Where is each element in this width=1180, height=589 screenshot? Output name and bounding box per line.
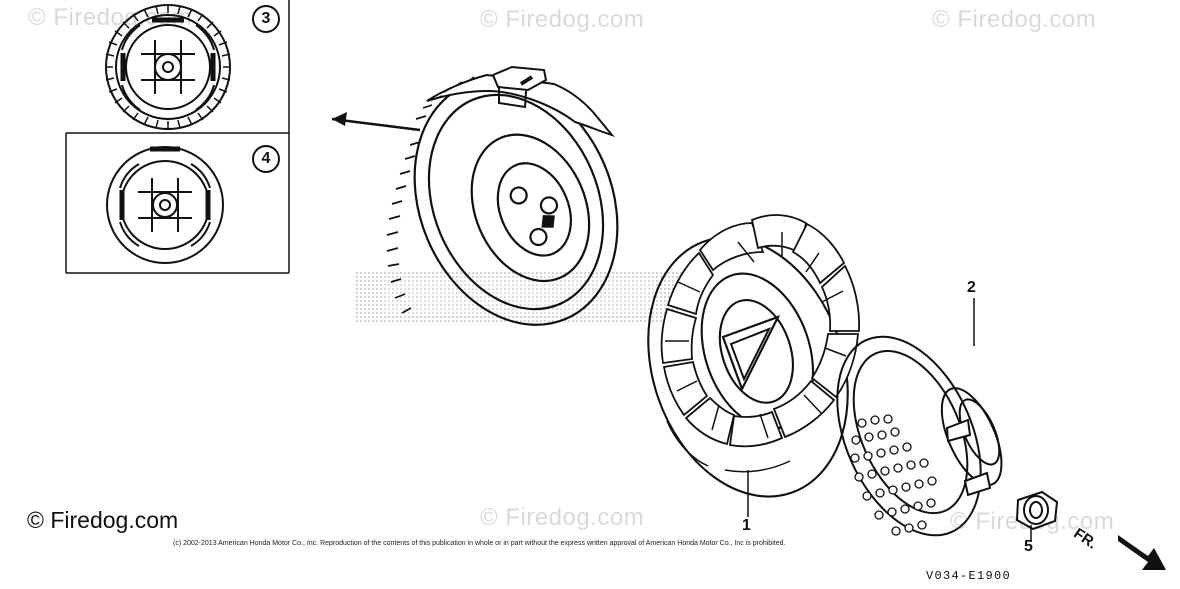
diagram-code: V034-E1900 — [926, 569, 1012, 583]
callout-5: 5 — [1024, 538, 1033, 555]
starter-pulley-icon — [836, 298, 1003, 537]
firedog-watermark-bottom-center: © Firedog.com — [480, 504, 645, 531]
callout-4: 4 — [252, 145, 280, 173]
detail-view-with-ring-gear — [105, 4, 231, 130]
honda-watermark-pattern — [356, 271, 684, 322]
flywheel-icon — [331, 65, 619, 326]
front-arrow-icon — [1118, 535, 1166, 570]
firedog-watermark-top-right: © Firedog.com — [932, 6, 1097, 33]
callout-3: 3 — [252, 5, 280, 33]
firedog-watermark-top-center: © Firedog.com — [480, 6, 645, 33]
detail-view-without-ring-gear — [106, 146, 224, 264]
callout-1: 1 — [742, 517, 751, 534]
callout-2: 2 — [967, 279, 976, 296]
firedog-main-watermark: © Firedog.com — [27, 507, 179, 533]
copyright-text: (c) 2002-2013 American Honda Motor Co., … — [173, 540, 786, 547]
detail-panel-frame — [65, 0, 290, 274]
nut-icon — [1015, 490, 1059, 542]
cooling-fan-icon — [647, 214, 861, 517]
